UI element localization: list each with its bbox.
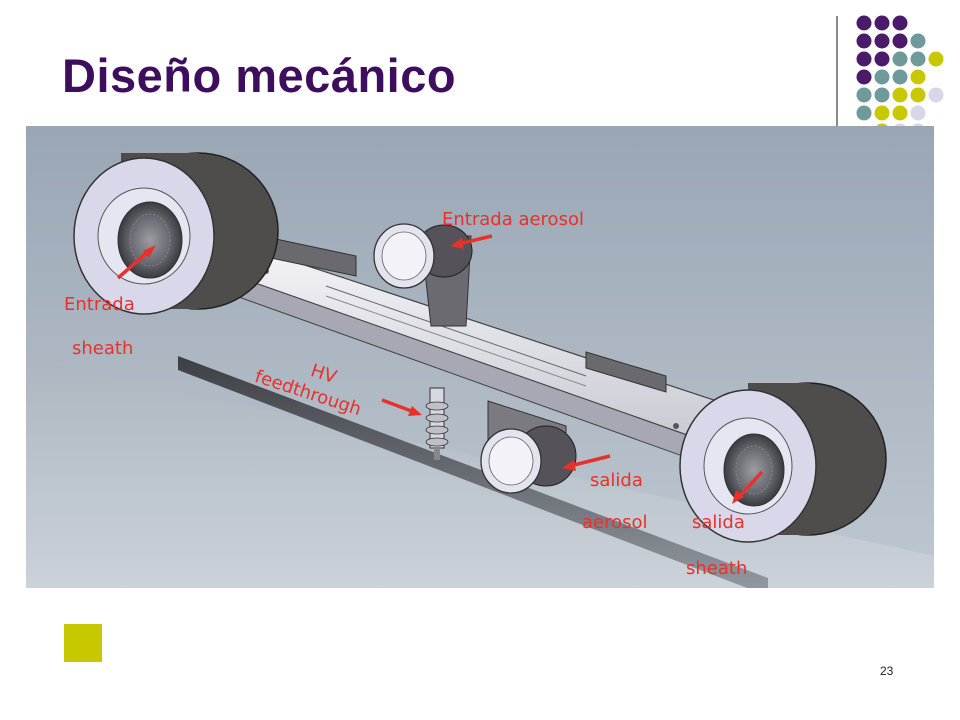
callout-entrada-sheath-line2: sheath — [72, 338, 134, 359]
arrow-salida-aerosol — [569, 454, 611, 468]
callout-entrada-aerosol: Entrada aerosol — [442, 209, 584, 230]
arrow-entrada-sheath — [116, 248, 152, 280]
floor-shadow — [178, 356, 768, 596]
slide-title: Diseño mecánico — [62, 49, 457, 102]
dot-row-3 — [856, 51, 944, 67]
callout-salida-sheath-line2: sheath — [686, 558, 748, 579]
arrow-entrada-aerosol — [457, 234, 493, 246]
right-cylinder-salida-sheath — [679, 382, 887, 543]
hv-feedthrough — [425, 387, 449, 460]
dot-row-5 — [856, 87, 944, 103]
decorative-dot-grid — [856, 15, 944, 132]
page-number: 23 — [880, 664, 894, 678]
arrow-hv-feedthrough — [381, 398, 415, 414]
callout-salida-aerosol-line1: salida — [590, 470, 643, 491]
dot-row-2 — [856, 33, 926, 49]
divider-line — [836, 16, 838, 128]
dot-row-1 — [856, 15, 908, 31]
dot-row-6 — [856, 105, 926, 121]
cad-render — [26, 126, 934, 596]
callout-salida-sheath-line1: salida — [692, 512, 745, 533]
left-cylinder-entrada-sheath — [73, 152, 279, 315]
mechanical-design-figure: Entrada aerosol Entrada sheath HV feedth… — [26, 126, 934, 596]
callout-arrows — [116, 234, 764, 504]
dot-row-4 — [856, 69, 926, 85]
bullet-square — [64, 624, 102, 662]
top-cylinder-entrada-aerosol — [373, 223, 473, 327]
callout-entrada-sheath-line1: Entrada — [64, 294, 135, 315]
callout-salida-aerosol-line2: aerosol — [582, 512, 648, 533]
bottom-cylinder-salida-aerosol — [480, 400, 577, 494]
arrow-salida-sheath — [736, 470, 764, 500]
